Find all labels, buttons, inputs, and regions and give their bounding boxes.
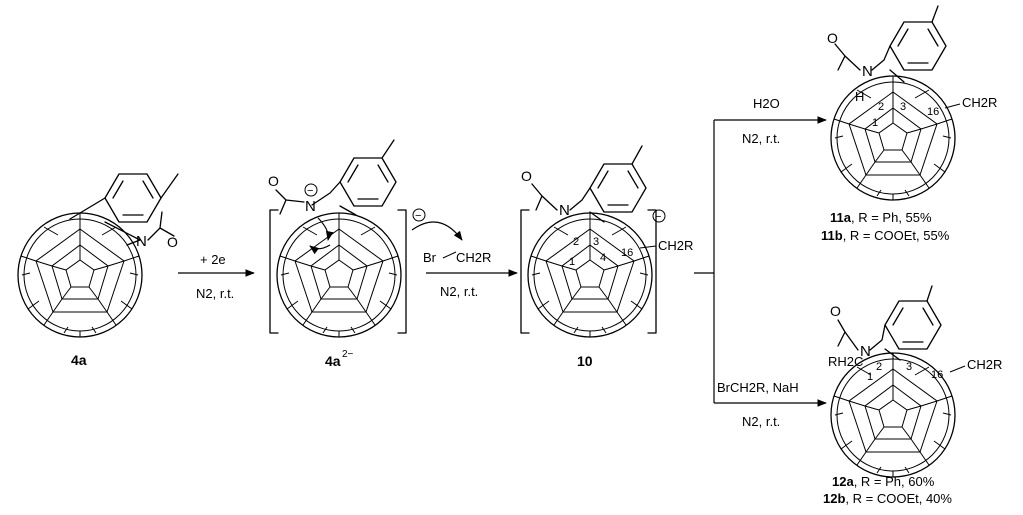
arrow3a-above-text: H2O (753, 96, 780, 111)
atom-number-1-12: 1 (867, 371, 873, 383)
atom-number-1-11: 1 (872, 117, 878, 129)
product-12b-line: 12b, R = COOEt, 40% (823, 491, 952, 506)
compound-11: N O H 1 2 3 16 CH2R 11a, R = Ph, 55% 11b… (821, 5, 997, 243)
reagent-ch2r-text: CH2R (456, 250, 491, 265)
product-11b-detail: , R = COOEt, 55% (843, 228, 950, 243)
rh2c-group-12: RH2C (828, 354, 863, 369)
product-12b-id: 12b (823, 491, 845, 506)
ch2r-group-12: CH2R (967, 357, 1002, 372)
product-12b-detail: , R = COOEt, 40% (845, 491, 952, 506)
negative-charge-symbol: − (307, 185, 313, 197)
compound-12: N O RH2C 1 2 3 16 CH2R 12a, R = Ph, 60% … (823, 285, 1002, 506)
atom-number-3-11: 3 (900, 101, 906, 113)
compound-4a-dianion: N − O − 4a 2− (268, 139, 426, 369)
atom-number-16-10: 16 (621, 247, 633, 259)
compound-10: N O 1 2 3 4 16 CH2R − 10 (520, 145, 693, 369)
charge-circle-icon (412, 208, 426, 222)
product-11a-line: 11a, R = Ph, 55% (830, 210, 932, 225)
arrow1-below-text: N2, r.t. (196, 286, 234, 301)
reaction-arrow-step2: Br CH2R N2, r.t. (411, 221, 518, 299)
compound-label-10: 10 (577, 353, 593, 369)
left-bracket-4a2 (269, 209, 279, 334)
atom-number-1-10: 1 (569, 256, 575, 268)
left-bracket-10 (520, 209, 530, 334)
nitrogen-atom-4a: N (136, 233, 147, 250)
product-11a-detail: , R = Ph, 55% (851, 210, 932, 225)
oxygen-atom-11: O (827, 30, 838, 46)
arrow3a-below-text: N2, r.t. (742, 131, 780, 146)
arrow3b-below-text: N2, r.t. (742, 414, 780, 429)
curved-electron-arrow-1 (317, 217, 334, 241)
product-12a-id: 12a (832, 474, 854, 489)
right-bracket-4a2 (397, 209, 407, 334)
benzo-ring-4a (104, 173, 162, 223)
nitrogen-atom-11: N (862, 63, 873, 80)
oxygen-atom-4a2: O (268, 173, 279, 189)
product-11b-line: 11b, R = COOEt, 55% (821, 228, 950, 243)
arrow3b-above-text: BrCH2R, NaH (717, 380, 799, 395)
benzo-ring-10 (589, 163, 647, 213)
hydrogen-atom-11: H (855, 89, 864, 104)
arrow2-below-text: N2, r.t. (440, 284, 478, 299)
atom-number-16-12: 16 (931, 369, 943, 381)
product-12a-line: 12a, R = Ph, 60% (832, 474, 935, 489)
branch-arrows: H2O N2, r.t. BrCH2R, NaH N2, r.t. (694, 96, 827, 429)
atom-number-2-12: 2 (876, 361, 882, 373)
compound-label-4a: 4a (71, 352, 87, 368)
attack-curved-arrow (411, 221, 463, 241)
curved-electron-arrow-2 (309, 244, 331, 255)
atom-number-2-11: 2 (878, 101, 884, 113)
ch2r-group-11: CH2R (962, 95, 997, 110)
arrow1-above-text: + 2e (200, 252, 226, 267)
reagent-br-text: Br (423, 250, 437, 265)
negative-charge-symbol-2: − (415, 210, 421, 222)
anion-charge-icon (652, 209, 666, 223)
compound-charge-4a2: 2− (342, 349, 354, 360)
atom-number-4-10: 4 (600, 252, 606, 264)
atom-number-16-11: 16 (927, 106, 939, 118)
nitrogen-atom-12: N (860, 343, 871, 360)
reaction-arrow-step1: + 2e N2, r.t. (178, 252, 255, 301)
product-11b-id: 11b (821, 228, 843, 243)
ch2r-group-10: CH2R (658, 238, 693, 253)
benzo-ring-4a2 (339, 157, 397, 207)
oxygen-atom-10: O (521, 168, 532, 184)
anion-charge-symbol: − (655, 211, 661, 223)
atom-number-2-10: 2 (573, 236, 579, 248)
right-bracket-10 (647, 209, 657, 334)
nitrogen-atom-4a2: N (305, 198, 316, 215)
atom-number-3-12: 3 (906, 361, 912, 373)
oxygen-atom-4a: O (167, 234, 178, 250)
atom-number-3-10: 3 (593, 236, 599, 248)
benzo-ring-11 (889, 21, 947, 71)
compound-label-4a2: 4a (325, 353, 341, 369)
product-12a-detail: , R = Ph, 60% (854, 474, 935, 489)
oxygen-atom-12: O (830, 303, 841, 319)
benzo-ring-12 (884, 300, 942, 350)
compound-4a: N O 4a (17, 173, 179, 368)
negative-charge-icon (304, 183, 318, 197)
product-11a-id: 11a (830, 210, 852, 225)
nitrogen-atom-10: N (559, 202, 570, 219)
